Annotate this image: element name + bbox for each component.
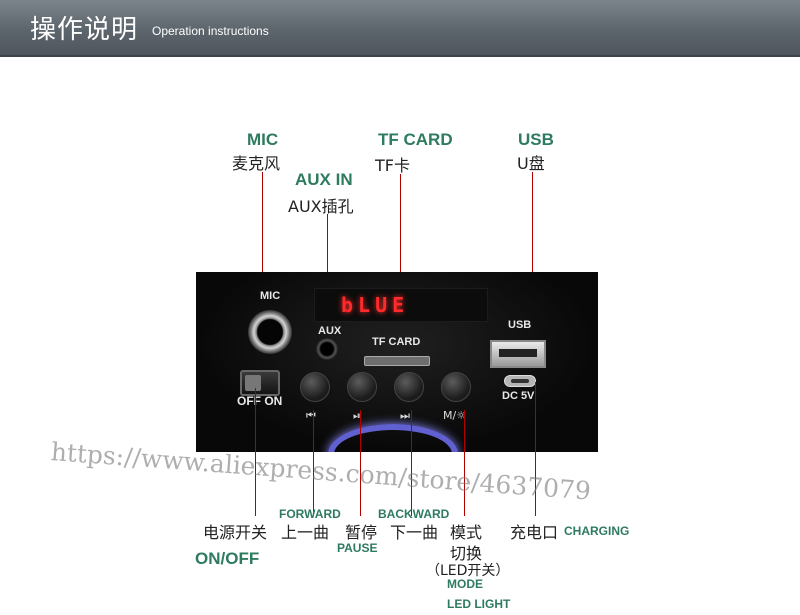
tfcard-label-en: TF CARD — [378, 130, 453, 149]
auxin-label-en: AUX IN — [295, 170, 353, 189]
control-panel: bLUE MIC AUX TF CARD USB DC 5V OFF ON ⏮ … — [196, 272, 598, 452]
backward-label-en: BACKWARD — [378, 507, 450, 521]
power-switch[interactable] — [240, 370, 280, 396]
backward-label-cn: 下一曲 — [390, 523, 439, 542]
dc-charging-port[interactable] — [504, 375, 536, 387]
panel-usb-text: USB — [508, 319, 532, 331]
charging-leader-line — [535, 382, 536, 516]
mode-icon: M/☼ — [443, 409, 467, 422]
mode-label-en: MODE — [447, 577, 483, 591]
header-bar: 操作说明 Operation instructions — [0, 0, 800, 57]
play-pause-button[interactable] — [347, 372, 377, 402]
panel-tfcard-text: TF CARD — [372, 336, 421, 348]
charging-label-cn: 充电口 — [510, 523, 559, 542]
header-title-en: Operation instructions — [152, 24, 269, 38]
mic-leader-line — [262, 172, 263, 317]
header-title-cn: 操作说明 — [30, 15, 139, 45]
power-label-cn: 电源开关 — [203, 523, 268, 542]
next-track-button[interactable] — [394, 372, 424, 402]
usb-label-en: USB — [518, 130, 554, 149]
panel-aux-text: AUX — [318, 325, 342, 337]
panel-dc-text: DC 5V — [502, 390, 535, 402]
led-display: bLUE — [314, 288, 488, 322]
ledlight-label-en: LED LIGHT — [447, 597, 511, 611]
tfcard-label-cn: TF卡 — [375, 156, 410, 175]
previous-track-icon: ⏮ — [306, 409, 316, 422]
backward-leader-line — [411, 410, 412, 516]
mic-label-en: MIC — [247, 130, 279, 149]
mode-button[interactable] — [441, 372, 471, 402]
panel-mic-text: MIC — [260, 290, 281, 302]
mic-label-cn: 麦克风 — [232, 154, 281, 173]
mode-leader-line — [464, 410, 465, 516]
mic-jack[interactable] — [248, 310, 292, 354]
forward-label-cn: 上一曲 — [281, 523, 330, 542]
aux-jack[interactable] — [316, 338, 338, 360]
next-track-icon: ⏭ — [400, 409, 410, 422]
panel-offon-text: OFF ON — [237, 394, 283, 408]
forward-leader-line — [313, 410, 314, 516]
mode-label-cn-3: （LED开关） — [426, 563, 510, 579]
power-leader-line — [255, 388, 256, 516]
led-display-text: bLUE — [341, 293, 410, 317]
tf-card-slot[interactable] — [364, 356, 430, 366]
usb-label-cn: U盘 — [517, 154, 545, 173]
usb-port[interactable] — [490, 340, 546, 368]
auxin-label-cn: AUX插孔 — [288, 197, 354, 216]
previous-track-button[interactable] — [300, 372, 330, 402]
play-pause-icon: ⏯ — [353, 409, 362, 422]
mode-label-cn-2: 切换 — [450, 544, 483, 563]
power-label-en: ON/OFF — [195, 549, 260, 568]
pause-label-cn: 暂停 — [345, 523, 378, 542]
usb-leader-line — [532, 172, 533, 342]
pause-label-en: PAUSE — [337, 541, 378, 555]
forward-label-en: FORWARD — [279, 507, 341, 521]
tfcard-leader-line — [400, 174, 401, 344]
pause-leader-line — [360, 410, 361, 516]
charging-label-en: CHARGING — [564, 524, 630, 538]
speaker-led-ring — [328, 424, 458, 452]
mode-label-cn: 模式 — [450, 523, 483, 542]
